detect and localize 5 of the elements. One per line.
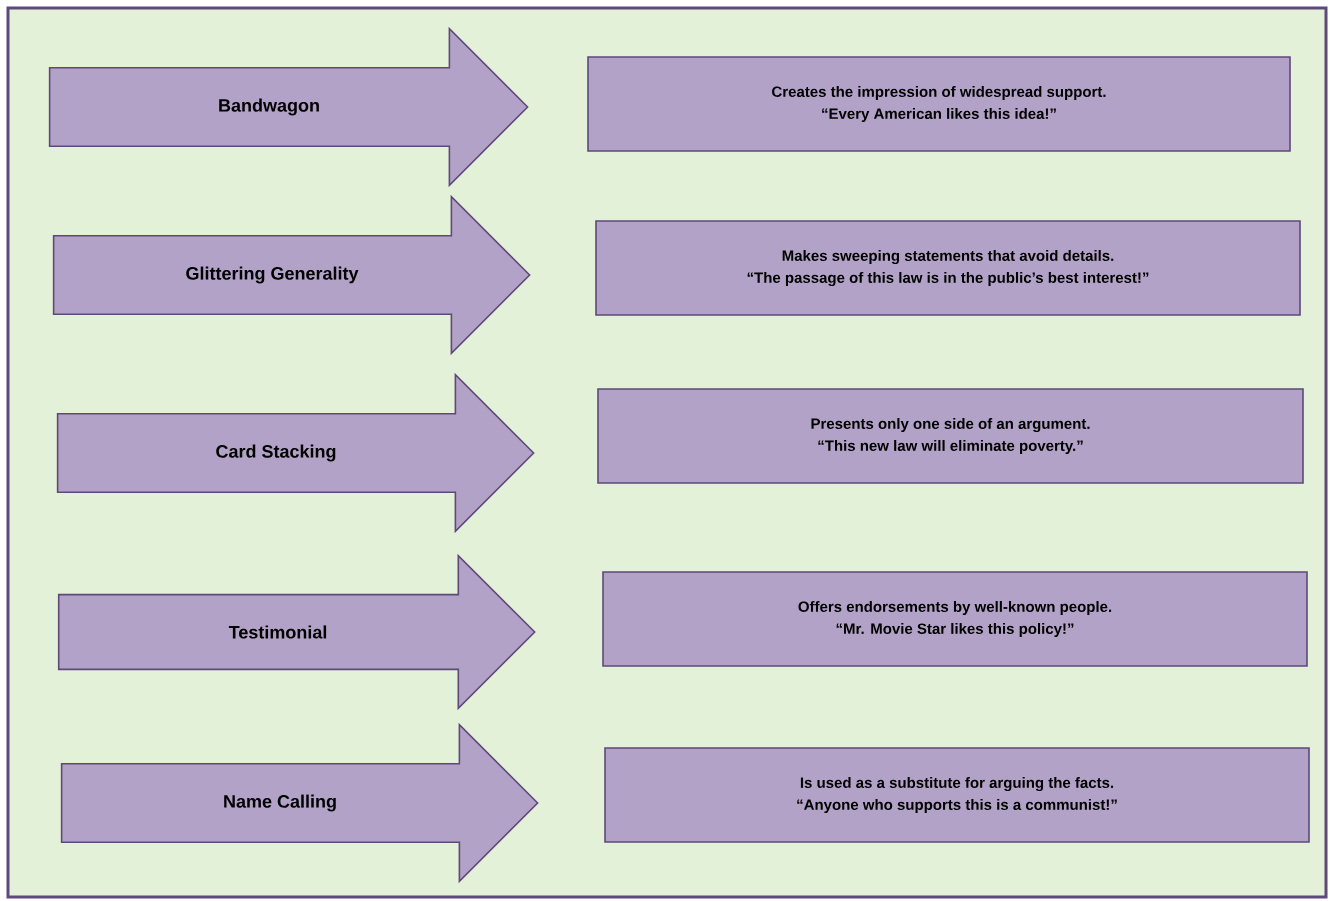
description-box: Presents only one side of an argument. “This new law will eliminate poverty.” [597, 388, 1304, 484]
description-box: Creates the impression of widespread support. “Every American likes this idea!” [587, 56, 1291, 152]
description-box: Offers endorsements by well-known people. “Mr. Movie Star likes this policy!” [602, 571, 1308, 667]
description-box: Makes sweeping statements that avoid details. “The passage of this law is in the public’s best interest!” [595, 220, 1301, 316]
description-box: Is used as a substitute for arguing the facts. “Anyone who supports this is a communist!” [604, 747, 1310, 843]
